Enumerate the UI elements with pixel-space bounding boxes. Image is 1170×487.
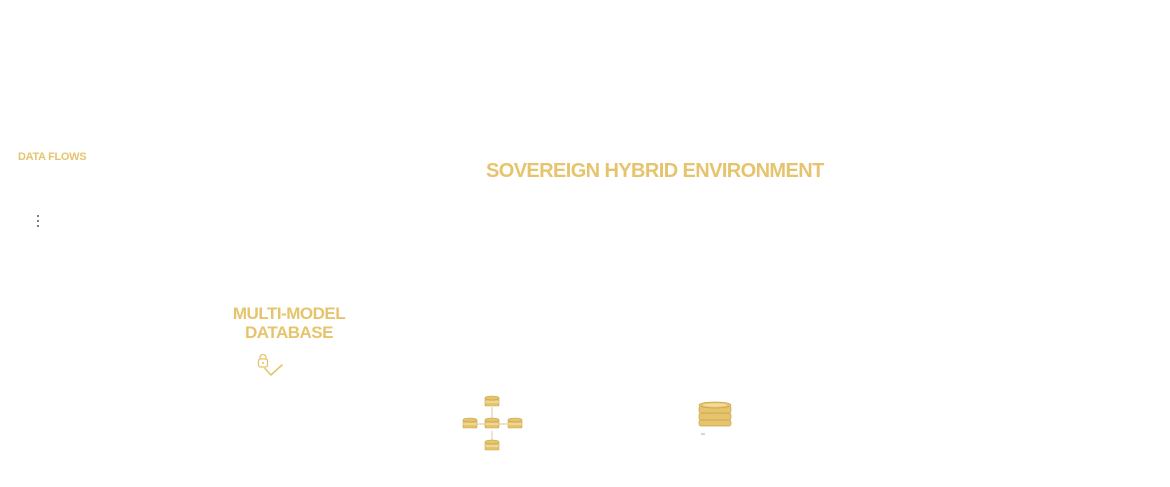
lock-check-icon — [257, 353, 283, 376]
database-stack-icon — [698, 401, 732, 435]
database-title-line-2: DATABASE — [245, 323, 333, 342]
database-title: MULTI-MODEL DATABASE — [218, 304, 360, 342]
database-title-line-1: MULTI-MODEL — [232, 304, 346, 323]
database-cluster-icon — [462, 395, 523, 451]
vertical-dots-icon — [37, 215, 39, 227]
environment-title: SOVEREIGN HYBRID ENVIRONMENT — [486, 160, 824, 182]
data-flows-label: DATA FLOWS — [18, 151, 87, 163]
